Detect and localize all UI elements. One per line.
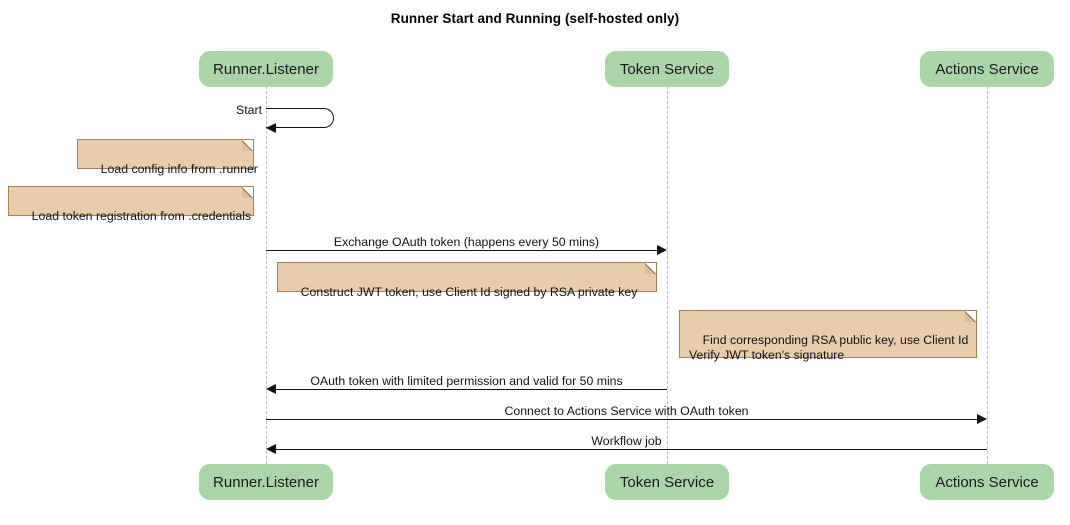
lifeline-actions-service [987,86,988,464]
note-fold-corner-icon [965,311,976,322]
message-exchange-oauth-token-arrowhead [657,245,667,255]
actor-header-runner-listener[interactable]: Runner.Listener [199,51,333,87]
note-fold-corner-icon [645,263,656,274]
message-connect-actions-service-label: Connect to Actions Service with OAuth to… [504,404,749,418]
note-verify-jwt-text: Find corresponding RSA public key, use C… [689,332,969,363]
message-workflow-job-label: Workflow job [591,434,662,448]
actor-header-actions-service[interactable]: Actions Service [920,51,1054,87]
actor-header-actions-service-label: Actions Service [935,60,1039,78]
lifeline-token-service [667,86,668,464]
actor-footer-actions-service-label: Actions Service [935,473,1039,491]
message-connect-actions-service-line [266,419,978,420]
lifeline-runner-listener [266,86,267,464]
note-load-config: Load config info from .runner [77,139,258,176]
message-workflow-job-line [275,449,987,450]
actor-header-token-service[interactable]: Token Service [605,51,729,87]
self-message-start-loop [266,108,334,128]
message-workflow-job-arrowhead [266,444,276,454]
note-fold-corner-icon [242,187,253,198]
note-load-token-registration-text: Load token registration from .credential… [31,208,252,223]
note-verify-jwt: Find corresponding RSA public key, use C… [679,310,977,362]
actor-footer-runner-listener-label: Runner.Listener [213,473,319,491]
note-load-token-registration: Load token registration from .credential… [8,186,254,223]
message-exchange-oauth-token-label: Exchange OAuth token (happens every 50 m… [333,235,600,249]
message-oauth-token-response-label: OAuth token with limited permission and … [310,374,623,388]
message-connect-actions-service-arrowhead [977,414,987,424]
actor-footer-actions-service[interactable]: Actions Service [920,464,1054,500]
diagram-title: Runner Start and Running (self-hosted on… [390,11,680,26]
note-fold-corner-icon [242,140,253,151]
note-construct-jwt: Construct JWT token, use Client Id signe… [277,262,657,299]
message-oauth-token-response-arrowhead [266,384,276,394]
actor-footer-token-service[interactable]: Token Service [605,464,729,500]
note-construct-jwt-text: Construct JWT token, use Client Id signe… [300,284,638,299]
message-exchange-oauth-token-line [266,250,658,251]
self-message-start-label: Start [236,103,262,117]
actor-footer-token-service-label: Token Service [619,473,715,491]
actor-footer-runner-listener[interactable]: Runner.Listener [199,464,333,500]
actor-header-token-service-label: Token Service [619,60,715,78]
actor-header-runner-listener-label: Runner.Listener [213,60,319,78]
self-message-start-arrowhead [266,123,276,133]
note-load-config-text: Load config info from .runner [100,161,258,176]
message-oauth-token-response-line [275,389,667,390]
